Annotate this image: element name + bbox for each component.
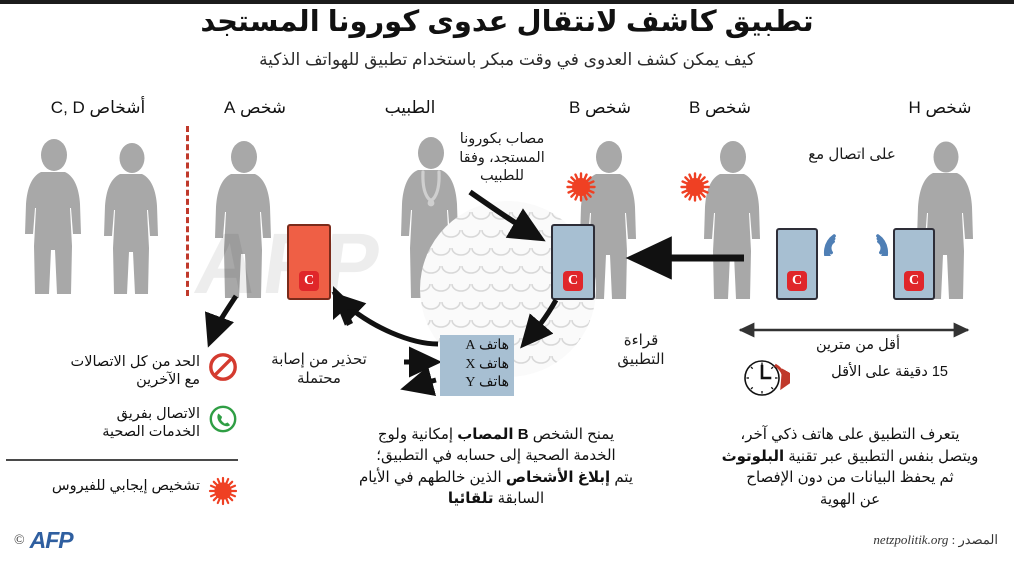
phone-list-box: هاتف A هاتف X هاتف Y [440, 335, 514, 396]
afp-credit: © AFP [14, 527, 74, 554]
afp-logo: AFP [29, 527, 74, 553]
divider-dashed-red [186, 126, 189, 296]
app-icon-c: C [299, 271, 319, 291]
phone-call-icon [209, 405, 237, 433]
center-paragraph-line-1: يمنح الشخص B المصاب إمكانية ولوج [336, 424, 656, 445]
phone-person-a[interactable]: C [287, 224, 331, 300]
right-paragraph-line-3: ثم يحفظ البيانات من دون الإفصاح [746, 469, 954, 487]
source-value: netzpolitik.org [873, 532, 949, 547]
legend-item-call-health-team: الاتصال بفريق الخدمات الصحية [6, 404, 238, 441]
column-label-person-b-1: شخص B [688, 98, 752, 117]
phone-list-item-a: هاتف A [465, 338, 509, 353]
text-run: إمكانية ولوج [377, 426, 458, 443]
right-paragraph-line-4: عن الهوية [819, 490, 881, 508]
annotation-app-reading: قراءة التطبيق [617, 332, 665, 369]
legend-line-2: الخدمات الصحية [102, 424, 200, 441]
center-paragraph: يمنح الشخص B المصاب إمكانية ولوج الخدمة … [336, 424, 656, 509]
virus-icon [208, 476, 238, 506]
column-label-person-h: شخص H [908, 98, 972, 117]
column-label-person-a: شخص A [223, 98, 287, 117]
legend-item-label: الحد من كل الاتصالات مع الآخرين [14, 352, 200, 389]
silhouette-person-b-1 [694, 140, 772, 302]
text-run: السابقة [493, 489, 545, 507]
bluetooth-waves-icon-left [824, 234, 836, 256]
annotation-possible-infection-warning: تحذير من إصابة محتملة [271, 351, 367, 388]
column-label-persons-cd: أشخاص C, D [50, 98, 146, 117]
copyright-symbol: © [14, 532, 25, 548]
phone-person-b-1[interactable]: C [776, 228, 818, 300]
legend-divider [6, 459, 238, 461]
legend-item-limit-contacts: الحد من كل الاتصالات مع الآخرين [6, 352, 238, 389]
column-label-doctor: الطبيب [384, 98, 436, 117]
text-run-bold: تلقائيا [447, 489, 494, 507]
virus-icon-b2 [566, 172, 596, 202]
page-subtitle: كيف يمكن كشف العدوى في وقت مبكر باستخدام… [259, 50, 755, 69]
legend-line-1: الاتصال بفريق [116, 406, 200, 422]
spacer [563, 171, 564, 172]
bluetooth-waves-icon-right [876, 234, 888, 256]
source-credit: المصدر : netzpolitik.org [873, 532, 998, 548]
phone-list-item-x: هاتف X [465, 356, 509, 372]
top-rule [0, 0, 1014, 4]
clock-icon [744, 360, 790, 396]
right-paragraph: يتعرف التطبيق على هاتف ذكي آخر، ويتصل بن… [700, 424, 1000, 510]
center-paragraph-line-2: الخدمة الصحية إلى حسابه في التطبيق؛ [376, 447, 616, 465]
source-label: المصدر : [951, 532, 998, 547]
text-run: يتم [610, 468, 634, 486]
phone-person-b-2[interactable]: C [551, 224, 595, 300]
virus-icon-b1 [680, 172, 710, 202]
page-title: تطبيق كاشف لانتقال عدوى كورونا المستجد [200, 6, 814, 38]
legend-line-1: تشخيص إيجابي للفيروس [51, 478, 200, 494]
text-run-bold: البلوتوث [721, 447, 785, 465]
text-run: يمنح الشخص [528, 426, 615, 443]
app-icon-c: C [563, 271, 583, 291]
annotation-in-contact-with: على اتصال مع [808, 146, 896, 163]
annotation-infected-by-doctor: مصاب بكورونا المستجد، وفقا للطبيب [459, 131, 545, 185]
silhouette-person-d [96, 142, 168, 296]
center-paragraph-line-4: السابقة تلقائيا [336, 488, 656, 509]
text-run: الذين خالطهم في الأيام [358, 468, 506, 486]
legend-item-label: تشخيص إيجابي للفيروس [14, 476, 200, 495]
legend-item-positive-diagnosis: تشخيص إيجابي للفيروس [6, 476, 238, 506]
text-run-bold: B المصاب [457, 426, 529, 443]
column-label-person-b-2: شخص B [568, 98, 632, 117]
spacer-2 [562, 170, 563, 171]
right-paragraph-line-2: ويتصل بنفس التطبيق عبر تقنية البلوتوث [700, 446, 1000, 468]
annotation-duration: 15 دقيقة على الأقل [831, 364, 948, 380]
right-paragraph-line-1: يتعرف التطبيق على هاتف ذكي آخر، [740, 426, 960, 443]
phone-list-item-y: هاتف Y [465, 375, 509, 391]
annotation-distance: أقل من مترين [815, 337, 901, 353]
center-paragraph-line-3: يتم إبلاغ الأشخاص الذين خالطهم في الأيام [336, 467, 656, 488]
no-entry-icon [209, 353, 237, 381]
silhouette-person-c [18, 138, 90, 296]
afp-watermark: AFP [187, 215, 562, 325]
legend-item-label: الاتصال بفريق الخدمات الصحية [14, 404, 200, 441]
text-run-bold: إبلاغ الأشخاص [505, 468, 611, 486]
legend-line-1: الحد من كل الاتصالات [70, 354, 200, 370]
phone-person-h[interactable]: C [893, 228, 935, 300]
app-icon-c: C [787, 271, 807, 291]
text-run: ويتصل بنفس التطبيق عبر تقنية [784, 447, 979, 465]
app-icon-c: C [904, 271, 924, 291]
silhouette-person-a [206, 140, 282, 300]
legend-line-2: مع الآخرين [136, 372, 200, 389]
